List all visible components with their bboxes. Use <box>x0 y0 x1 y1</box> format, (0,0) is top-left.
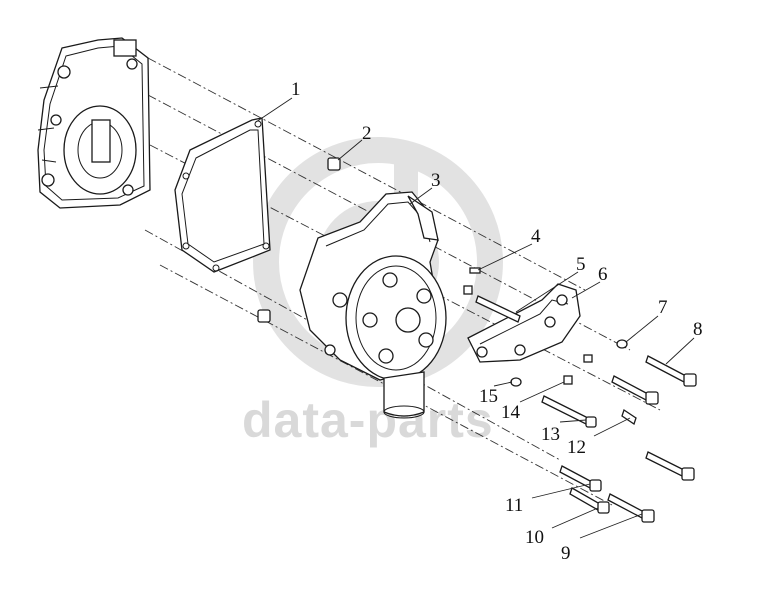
part-11-bolt <box>559 465 602 492</box>
part-14-nut <box>563 375 573 385</box>
part-9-bolt <box>607 493 655 523</box>
callout-labels: 1 2 3 4 5 6 7 8 9 10 11 12 13 14 15 <box>291 79 703 564</box>
leader-lines <box>255 97 695 539</box>
callout-5: 5 <box>576 254 586 275</box>
part-2-dowel-sleeve <box>257 157 341 323</box>
part-4-pin <box>469 267 481 274</box>
callout-2: 2 <box>362 123 372 144</box>
part-15-washer <box>510 377 522 387</box>
part-8-bolt <box>645 355 697 387</box>
watermark-text: data-parts <box>242 392 494 448</box>
part-1-gasket <box>174 117 271 273</box>
callout-7: 7 <box>658 297 668 318</box>
callout-1: 1 <box>291 79 301 100</box>
part-10-bolt <box>569 487 610 514</box>
part-7-washer <box>616 339 628 349</box>
callout-12: 12 <box>567 437 586 458</box>
spare-bolt <box>645 451 695 481</box>
callout-14: 14 <box>501 402 521 423</box>
fasteners <box>463 267 697 523</box>
callout-13: 13 <box>541 424 560 445</box>
callout-10: 10 <box>525 527 544 548</box>
callout-8: 8 <box>693 319 703 340</box>
part-12-bolt <box>583 354 659 426</box>
callout-15: 15 <box>479 386 498 407</box>
part-13-bolt <box>541 395 597 428</box>
callout-3: 3 <box>431 170 441 191</box>
callout-9: 9 <box>561 543 571 564</box>
part-5-bolt <box>463 285 521 323</box>
callout-11: 11 <box>505 495 523 516</box>
part-6-bracket <box>467 283 581 363</box>
callout-6: 6 <box>598 264 608 285</box>
part-3-water-pump <box>299 191 447 419</box>
timing-cover-housing <box>37 37 151 209</box>
callout-4: 4 <box>531 226 541 247</box>
